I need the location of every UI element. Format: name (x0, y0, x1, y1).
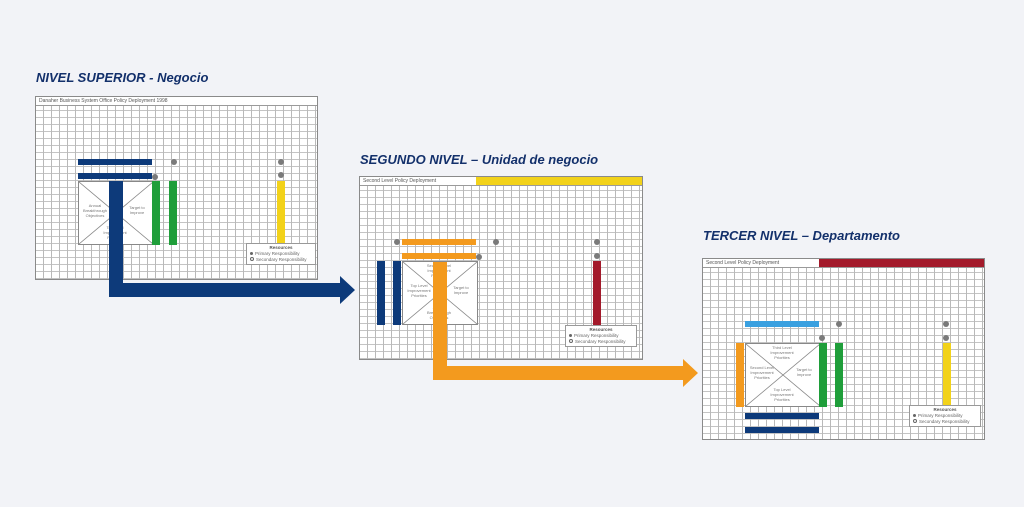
level1-xlabel-right: Target to Improve (129, 205, 145, 215)
level3-bar-lightblue (745, 321, 819, 327)
level2-dot (493, 239, 499, 245)
connector-arrow-level2-to-level3 (433, 262, 698, 387)
open-dot-icon (250, 257, 254, 261)
legend-row: Secondary Responsibility (250, 257, 312, 263)
level1-dot (152, 174, 158, 180)
level2-dot (594, 253, 600, 259)
legend-row: Primary Responsibility (569, 333, 633, 339)
level1-dot (171, 159, 177, 165)
level2-bar-blue (377, 261, 385, 325)
legend-title: Resources (933, 407, 957, 412)
legend-secondary: Secondary Responsibility (919, 419, 970, 424)
level3-dot (943, 321, 949, 327)
connector-arrow-level1-to-level2 (109, 181, 355, 304)
level3-bar-green (819, 343, 827, 407)
legend-secondary: Secondary Responsibility (256, 257, 307, 262)
level2-bar-blue (393, 261, 401, 325)
level3-dot (836, 321, 842, 327)
level3-xlabel-top: Third Level Improvement Priorities (770, 345, 794, 360)
legend-secondary: Secondary Responsibility (575, 339, 626, 344)
level3-xlabel-right: Target to Improve (796, 367, 812, 377)
level1-bar-green (169, 181, 177, 245)
legend-primary: Primary Responsibility (255, 251, 300, 256)
level2-header-band-yellow (476, 177, 642, 185)
level1-bar-blue-mid (78, 173, 152, 179)
level2-bar-orange-mid (402, 253, 476, 259)
legend-primary: Primary Responsibility (574, 333, 619, 338)
filled-dot-icon (913, 414, 916, 417)
level3-xlabel-bottom: Top Level Improvement Priorities (770, 387, 794, 402)
level3-xmatrix (745, 343, 821, 407)
level3-bar-blue-bottom (745, 413, 819, 419)
level2-bar-orange-top (402, 239, 476, 245)
legend-row: Primary Responsibility (250, 251, 312, 257)
level2-xlabel-left: Top Level Improvement Priorities (407, 283, 431, 298)
level1-matrix-header: Danaher Business System Office Policy De… (36, 97, 317, 106)
open-dot-icon (913, 419, 917, 423)
level3-bar-orange (736, 343, 744, 407)
level3-bar-yellow (943, 343, 951, 407)
level2-title: SEGUNDO NIVEL – Unidad de negocio (360, 152, 599, 167)
level2-bar-red (593, 261, 601, 325)
legend-row: Primary Responsibility (913, 413, 977, 419)
level2-legend: Resources Primary Responsibility Seconda… (565, 325, 637, 347)
level2-dot (594, 239, 600, 245)
legend-title: Resources (589, 327, 613, 332)
level2-matrix: Second Level Policy Deployment Second Le… (359, 176, 643, 360)
level3-legend: Resources Primary Responsibility Seconda… (909, 405, 981, 427)
level1-legend: Resources Primary Responsibility Seconda… (246, 243, 316, 265)
level2-dot (394, 239, 400, 245)
level3-bar-green (835, 343, 843, 407)
level1-bar-blue-top (78, 159, 152, 165)
legend-row: Secondary Responsibility (569, 339, 633, 345)
level3-title: TERCER NIVEL – Departamento (703, 228, 900, 243)
level1-bar-yellow (277, 181, 285, 245)
level1-bar-green (152, 181, 160, 245)
open-dot-icon (569, 339, 573, 343)
filled-dot-icon (569, 334, 572, 337)
level1-title: NIVEL SUPERIOR - Negocio (36, 70, 209, 85)
legend-primary: Primary Responsibility (918, 413, 963, 418)
level1-dot (278, 159, 284, 165)
level3-bar-blue-bottom (745, 427, 819, 433)
level1-xlabel-left: Annual Breakthrough Objectives (82, 203, 107, 218)
level3-dot (819, 335, 825, 341)
level3-xlabel-left: Second Level Improvement Priorities (749, 365, 775, 380)
filled-dot-icon (250, 252, 253, 255)
legend-title: Resources (269, 245, 293, 250)
level2-xlabel-right: Target to Improve (453, 285, 469, 295)
level3-header-band-red (819, 259, 984, 267)
legend-row: Secondary Responsibility (913, 419, 977, 425)
level3-dot (943, 335, 949, 341)
level3-matrix: Second Level Policy Deployment Third Lev… (702, 258, 985, 440)
level2-dot (476, 254, 482, 260)
level1-dot (278, 172, 284, 178)
